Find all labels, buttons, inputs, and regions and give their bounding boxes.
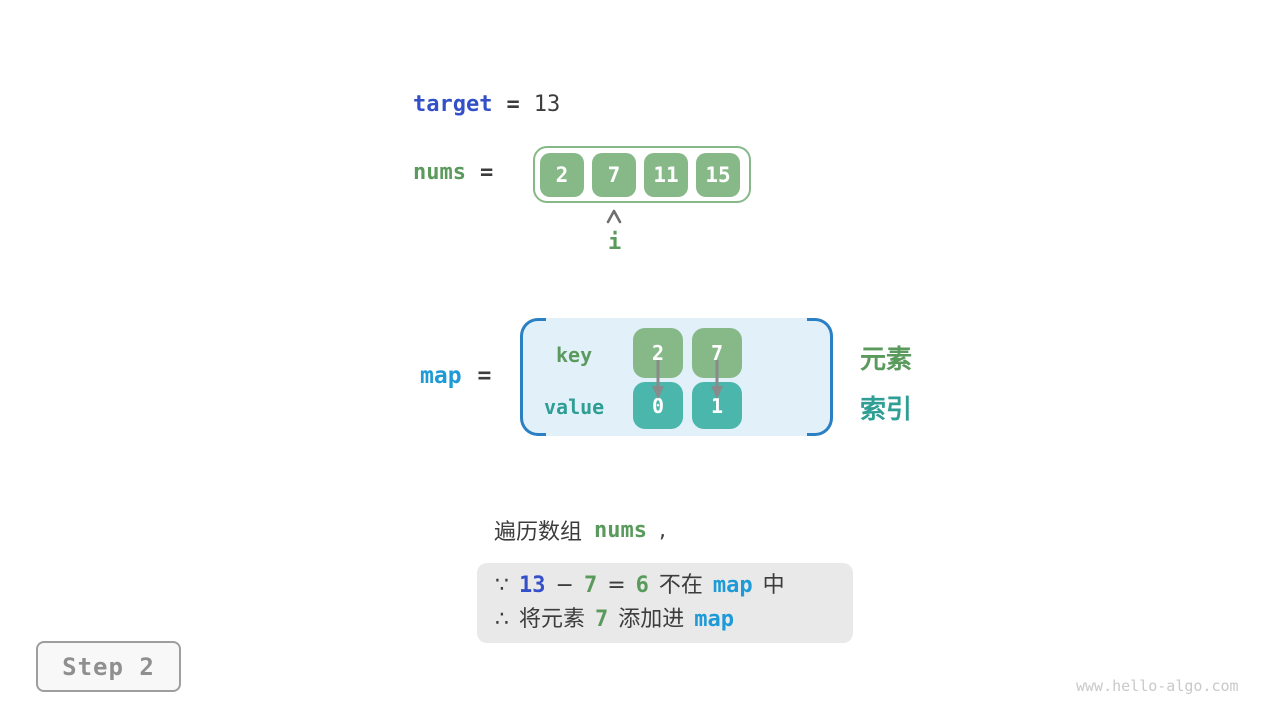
- nums-equals-sign: =: [479, 160, 494, 185]
- caption-prefix: 遍历数组: [494, 520, 583, 545]
- inference-added-element: 7: [595, 607, 609, 632]
- index-pointer-arrow-icon: [606, 209, 622, 224]
- target-equals-sign: =: [506, 92, 520, 117]
- key-to-value-arrow-icon: [711, 360, 723, 399]
- minus-sign: −: [555, 573, 574, 598]
- inference-element-value: 7: [583, 573, 598, 598]
- inference-map-name-2: map: [694, 607, 735, 632]
- caption-line: 遍历数组 nums ,: [494, 514, 666, 546]
- nums-line-label: nums =: [413, 160, 493, 185]
- nums-array-cell-1: 7: [592, 152, 636, 197]
- inference-equals-sign: =: [607, 573, 626, 598]
- add-action-text: 添加进: [618, 607, 685, 632]
- caption-comma: ,: [659, 517, 666, 543]
- inference-map-name: map: [712, 573, 753, 598]
- inference-target-value: 13: [519, 573, 546, 598]
- map-variable-label: map: [420, 363, 462, 389]
- because-symbol: ∵: [495, 573, 509, 598]
- add-prefix-text: 将元素: [519, 607, 586, 632]
- map-value-cell-0: 0: [633, 382, 683, 429]
- nums-array-cell-2: 11: [644, 152, 688, 197]
- caption-nums-code: nums: [594, 517, 647, 543]
- step-badge-label: Step 2: [62, 652, 155, 681]
- target-variable-label: target: [413, 92, 493, 117]
- inference-difference-value: 6: [635, 573, 649, 598]
- target-line: target = 13: [413, 92, 560, 117]
- nums-array-cell-3: 15: [696, 152, 740, 197]
- target-value: 13: [533, 92, 561, 117]
- map-line-label: map =: [420, 363, 491, 389]
- map-panel: key value 2 7 0 1: [520, 318, 833, 436]
- therefore-symbol: ∴: [495, 607, 509, 632]
- index-pointer-label: i: [608, 230, 622, 255]
- nums-array-container: 2 7 11 15: [533, 146, 751, 203]
- inference-line-1: ∵ 13 − 7 = 6 不在 map 中: [495, 569, 835, 603]
- step-badge: Step 2: [36, 641, 181, 692]
- key-to-value-arrow-icon: [652, 360, 664, 399]
- element-side-label: 元素: [860, 345, 913, 375]
- map-equals-sign: =: [477, 363, 492, 389]
- nums-array-cell-0: 2: [540, 152, 584, 197]
- site-watermark: www.hello-algo.com: [1076, 677, 1239, 695]
- map-left-bracket: [520, 318, 546, 436]
- not-in-text: 不在: [658, 573, 703, 598]
- index-side-label: 索引: [860, 395, 913, 425]
- map-right-bracket: [807, 318, 833, 436]
- map-value-row-label: value: [544, 395, 605, 419]
- map-value-cell-1: 1: [692, 382, 742, 429]
- in-suffix-text: 中: [762, 573, 785, 598]
- map-key-row-label: key: [556, 343, 593, 367]
- inference-box: ∵ 13 − 7 = 6 不在 map 中 ∴ 将元素 7 添加进 map: [477, 563, 853, 643]
- nums-variable-label: nums: [413, 160, 466, 185]
- inference-line-2: ∴ 将元素 7 添加进 map: [495, 603, 835, 637]
